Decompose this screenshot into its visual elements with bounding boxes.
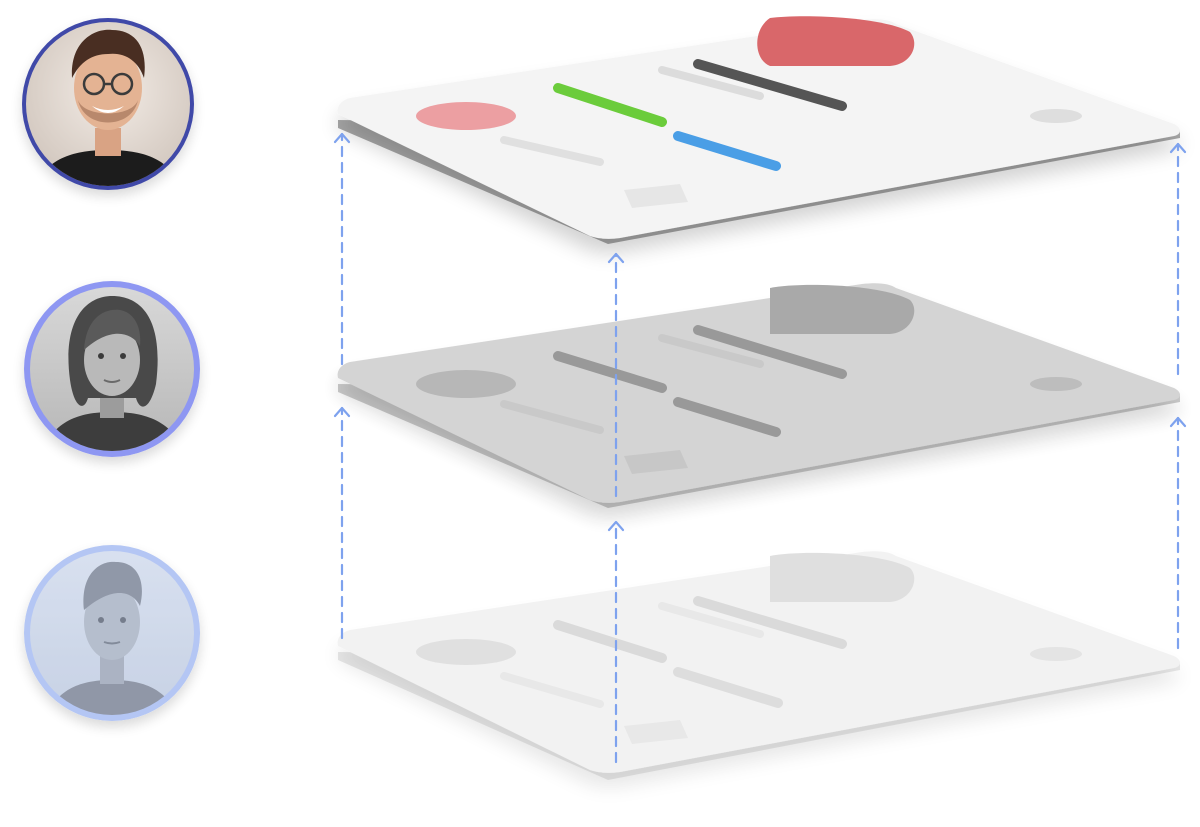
avatar-middle	[24, 281, 200, 457]
layer-bottom-content	[416, 552, 1082, 744]
person-glasses-smiling-icon	[26, 22, 190, 186]
avatar-bottom	[24, 545, 200, 721]
layer-bottom	[337, 551, 1180, 780]
top-bar-green	[553, 83, 667, 127]
layer-top-content	[416, 16, 1082, 208]
layer-top	[337, 16, 1180, 244]
top-pill-red	[757, 16, 915, 67]
upward-arrows	[333, 132, 1187, 764]
avatar-top	[22, 18, 194, 190]
top-avatar-pink	[416, 102, 516, 130]
person-woman-bob-icon	[30, 287, 194, 451]
top-bar-blue	[673, 131, 781, 171]
layer-middle	[337, 283, 1180, 508]
layer-middle-content	[416, 284, 1082, 474]
person-man-icon	[30, 551, 194, 715]
